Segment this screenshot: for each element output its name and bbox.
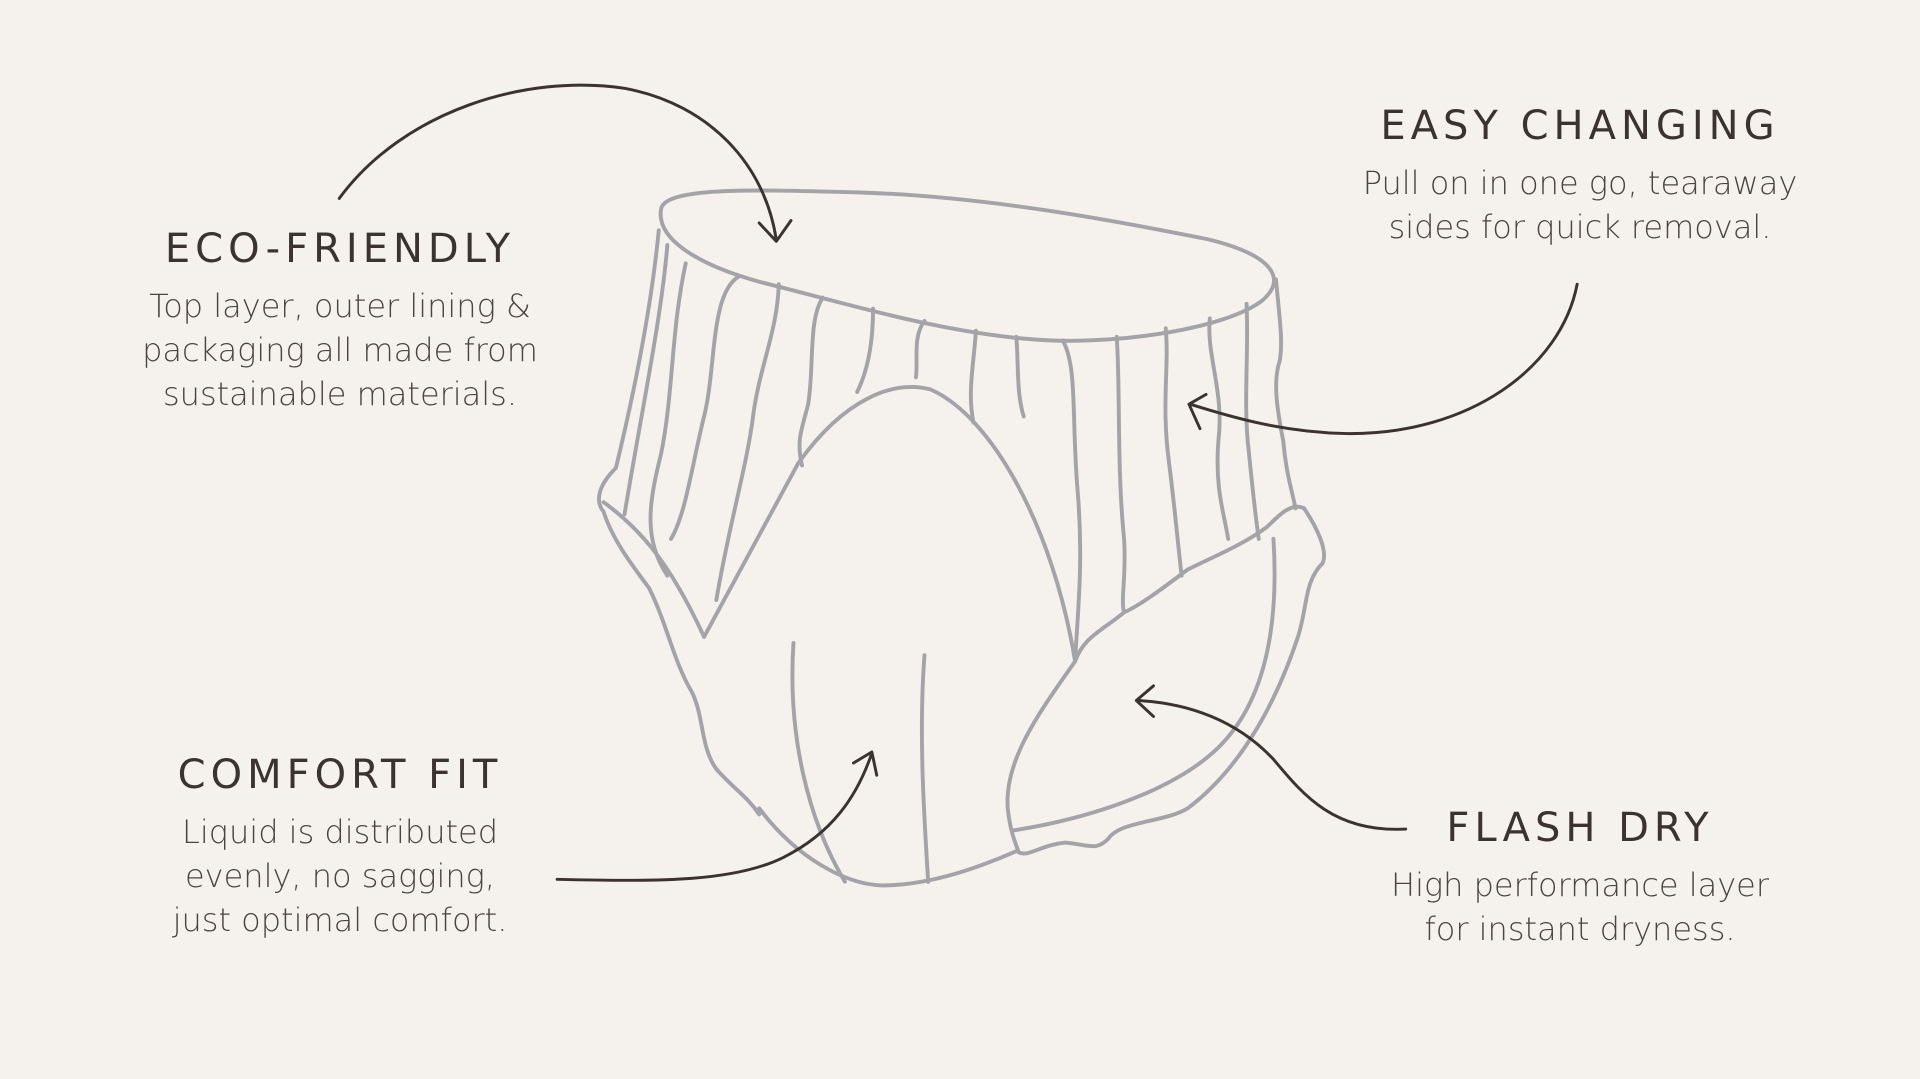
bottom-edge <box>757 806 1019 888</box>
feature-line: for instant dryness. <box>1424 910 1736 948</box>
feature-comfort-fit: COMFORT FIT Liquid is distributed evenly… <box>88 752 592 942</box>
stripe <box>913 318 927 380</box>
feature-title: EASY CHANGING <box>1380 103 1780 149</box>
left-inner-side <box>601 500 707 639</box>
feature-line: packaging all made from <box>142 331 538 369</box>
stripe <box>669 274 741 541</box>
arrow-easy-changing <box>1187 282 1579 436</box>
stripe <box>855 306 876 394</box>
arrow-flash-dry <box>1134 684 1408 831</box>
feature-line: sides for quick removal. <box>1388 208 1772 246</box>
stripe <box>1114 334 1127 615</box>
feature-line: just optimal comfort. <box>172 901 508 939</box>
right-side <box>1273 277 1298 511</box>
stripe <box>1244 301 1261 541</box>
stripe <box>1014 334 1026 419</box>
feature-title: COMFORT FIT <box>177 752 503 798</box>
feature-line: High performance layer <box>1391 866 1769 904</box>
arrows <box>337 83 1579 882</box>
pad-line-right <box>919 653 931 884</box>
feature-line: Liquid is distributed <box>181 813 499 851</box>
pad-line-left <box>790 641 847 884</box>
stripe <box>968 328 978 425</box>
feature-easy-changing: EASY CHANGING Pull on in one go, tearawa… <box>1300 103 1860 249</box>
right-flap <box>1005 504 1326 856</box>
stripe <box>714 282 781 603</box>
arrow-eco-friendly <box>337 83 793 243</box>
stripe <box>622 243 670 517</box>
feature-title: FLASH DRY <box>1446 805 1714 851</box>
arrow-comfort-fit <box>555 750 879 882</box>
left-side <box>597 228 762 817</box>
stripe <box>1207 316 1231 541</box>
stripe <box>1163 326 1184 578</box>
feature-line: sustainable materials. <box>162 375 518 413</box>
center-pad <box>702 385 1078 664</box>
feature-eco-friendly: ECO-FRIENDLY Top layer, outer lining & p… <box>88 226 592 416</box>
right-flap-inner <box>1011 536 1277 833</box>
feature-title: ECO-FRIENDLY <box>164 226 516 272</box>
stripe <box>1060 338 1083 664</box>
stripe <box>648 261 688 578</box>
waistband <box>658 188 1276 343</box>
diaper-drawing <box>597 188 1326 888</box>
feature-flash-dry: FLASH DRY High performance layer for ins… <box>1300 805 1860 951</box>
stripe <box>797 295 825 468</box>
feature-line: evenly, no sagging, <box>184 857 496 895</box>
feature-line: Pull on in one go, tearaway <box>1362 164 1798 202</box>
feature-line: Top layer, outer lining & <box>149 287 531 325</box>
